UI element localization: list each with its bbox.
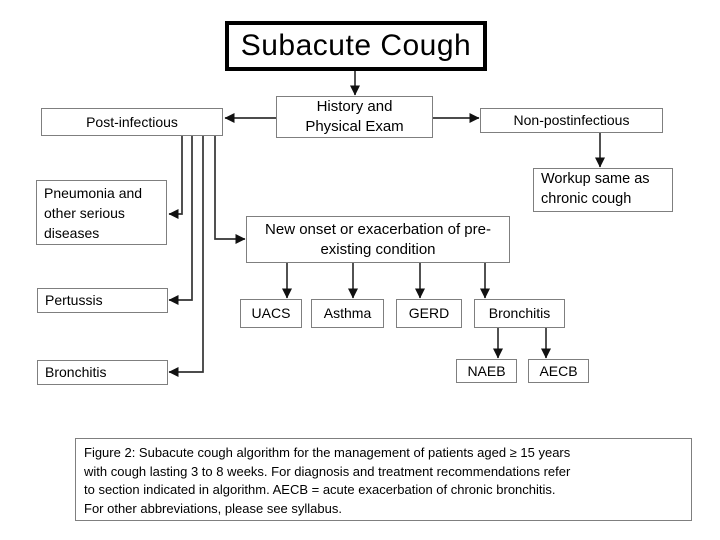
figure-caption: Figure 2: Subacute cough algorithm for t… <box>75 438 692 521</box>
node-non-postinfectious: Non-postinfectious <box>480 108 663 133</box>
node-bronchitis-left: Bronchitis <box>37 360 168 385</box>
arrow-post-to-newonset <box>214 136 246 244</box>
node-gerd: GERD <box>396 299 462 328</box>
node-workup-chronic-cough: Workup same as chronic cough <box>533 168 673 212</box>
caption-line-1: Figure 2: Subacute cough algorithm for t… <box>84 445 571 460</box>
node-new-onset-exacerbation: New onset or exacerbation of pre- existi… <box>246 216 510 263</box>
caption-line-4: For other abbreviations, please see syll… <box>84 500 342 516</box>
diagram-title: Subacute Cough <box>225 21 487 71</box>
caption-line-2: with cough lasting 3 to 8 weeks. For dia… <box>84 463 571 479</box>
node-naeb: NAEB <box>456 359 517 383</box>
arrow-post-to-pertussis <box>168 136 193 305</box>
node-pneumonia-serious-diseases: Pneumonia and other serious diseases <box>36 180 167 245</box>
arrow-post-to-bronchitis <box>168 136 204 377</box>
node-history-physical-exam: History and Physical Exam <box>276 96 433 138</box>
node-pertussis: Pertussis <box>37 288 168 313</box>
node-bronchitis-right: Bronchitis <box>474 299 565 328</box>
node-asthma: Asthma <box>311 299 384 328</box>
caption-line-3: to section indicated in algorithm. AECB … <box>84 482 556 497</box>
arrow-post-to-pneumonia <box>168 136 183 219</box>
node-uacs: UACS <box>240 299 302 328</box>
node-post-infectious: Post-infectious <box>41 108 223 136</box>
node-aecb: AECB <box>528 359 589 383</box>
